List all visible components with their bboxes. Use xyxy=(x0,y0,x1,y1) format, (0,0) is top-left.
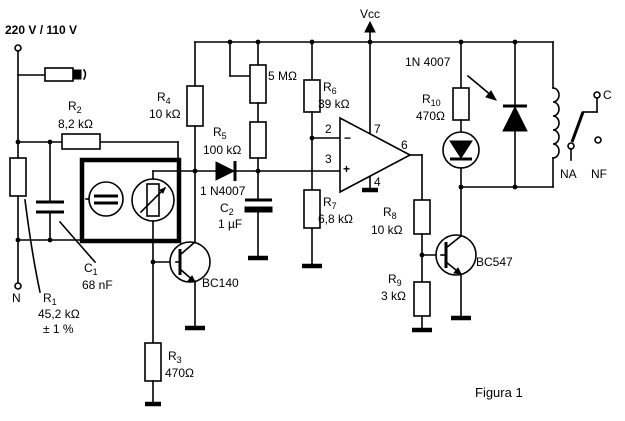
transistor-q2 xyxy=(435,234,477,321)
opamp-plus: + xyxy=(343,162,350,176)
r3-value: 470Ω xyxy=(165,366,194,380)
r7-ref: R7 xyxy=(323,195,337,211)
d2-part: 1N 4007 xyxy=(405,55,451,69)
r2-value: 8,2 kΩ xyxy=(58,117,93,131)
opamp-minus: − xyxy=(344,131,351,145)
c2-value: 1 µF xyxy=(218,217,242,231)
pin-2: 2 xyxy=(325,122,332,136)
pin-6: 6 xyxy=(401,138,408,152)
relay-na-label: NA xyxy=(560,167,577,181)
r9-value: 3 kΩ xyxy=(381,289,406,303)
opamp xyxy=(339,41,423,194)
relay-common-label: C xyxy=(603,88,612,102)
resistor-r4 xyxy=(186,85,204,127)
diode-d1 xyxy=(215,161,237,181)
resistor-r9 xyxy=(413,281,431,317)
relay-coil-icon xyxy=(552,87,560,159)
vcc-label: Vcc xyxy=(360,7,380,21)
led-icon xyxy=(442,131,480,169)
pin-3: 3 xyxy=(325,152,332,166)
vcc-arrow-icon xyxy=(364,20,376,33)
c1-value: 68 nF xyxy=(82,278,113,292)
q1-part: BC140 xyxy=(202,276,239,290)
relay-nf-label: NF xyxy=(591,167,607,181)
transistor-q1 xyxy=(169,240,211,331)
r2-ref: R2 xyxy=(68,99,82,115)
resistor-r2 xyxy=(61,133,101,150)
neutral-label: N xyxy=(12,291,21,305)
r6-value: 39 kΩ xyxy=(318,97,350,111)
resistor-r8 xyxy=(413,199,431,235)
diode-d2 xyxy=(502,104,528,132)
supply-label: 220 V / 110 V xyxy=(5,23,77,37)
optocoupler xyxy=(79,157,182,244)
r1-leader xyxy=(24,199,41,293)
r4-ref: R4 xyxy=(157,90,171,106)
resistor-r3 xyxy=(144,342,162,382)
r5-value: 100 kΩ xyxy=(203,143,241,157)
neutral-terminal xyxy=(14,282,22,290)
pin-7: 7 xyxy=(374,122,381,136)
r5-ref: R5 xyxy=(213,125,227,141)
c2-ref: C2 xyxy=(220,201,234,217)
resistor-r5 xyxy=(249,121,267,159)
q2-part: BC547 xyxy=(476,255,513,269)
r3-ref: R3 xyxy=(168,349,182,365)
r1-ref: R1 xyxy=(43,291,57,307)
r1-tolerance: ± 1 % xyxy=(43,322,74,336)
c1-ref: C1 xyxy=(84,261,98,277)
r6-ref: R6 xyxy=(323,80,337,96)
r8-value: 10 kΩ xyxy=(371,223,403,237)
pin-4: 4 xyxy=(374,175,381,189)
d1-part: 1 N4007 xyxy=(200,184,246,198)
potentiometer-5m xyxy=(249,64,267,104)
optocoupler-box xyxy=(79,157,182,244)
r4-value: 10 kΩ xyxy=(149,107,181,121)
neon-lamp-icon xyxy=(88,181,124,217)
plug-icon xyxy=(44,67,74,82)
r9-ref: R9 xyxy=(388,272,402,288)
r8-ref: R8 xyxy=(383,205,397,221)
resistor-r1 xyxy=(9,157,27,197)
r7-value: 6,8 kΩ xyxy=(318,212,353,226)
relay-contacts xyxy=(567,91,602,161)
figure-caption: Figura 1 xyxy=(475,385,523,400)
resistor-r10 xyxy=(452,87,470,121)
mains-terminal xyxy=(14,44,22,52)
r10-value: 470Ω xyxy=(416,109,445,123)
r10-ref: R10 xyxy=(422,92,441,108)
mains-input xyxy=(9,44,179,293)
pot-value: 5 MΩ xyxy=(268,69,297,83)
c1-leader xyxy=(58,220,97,264)
r1-value: 45,2 kΩ xyxy=(38,307,80,321)
